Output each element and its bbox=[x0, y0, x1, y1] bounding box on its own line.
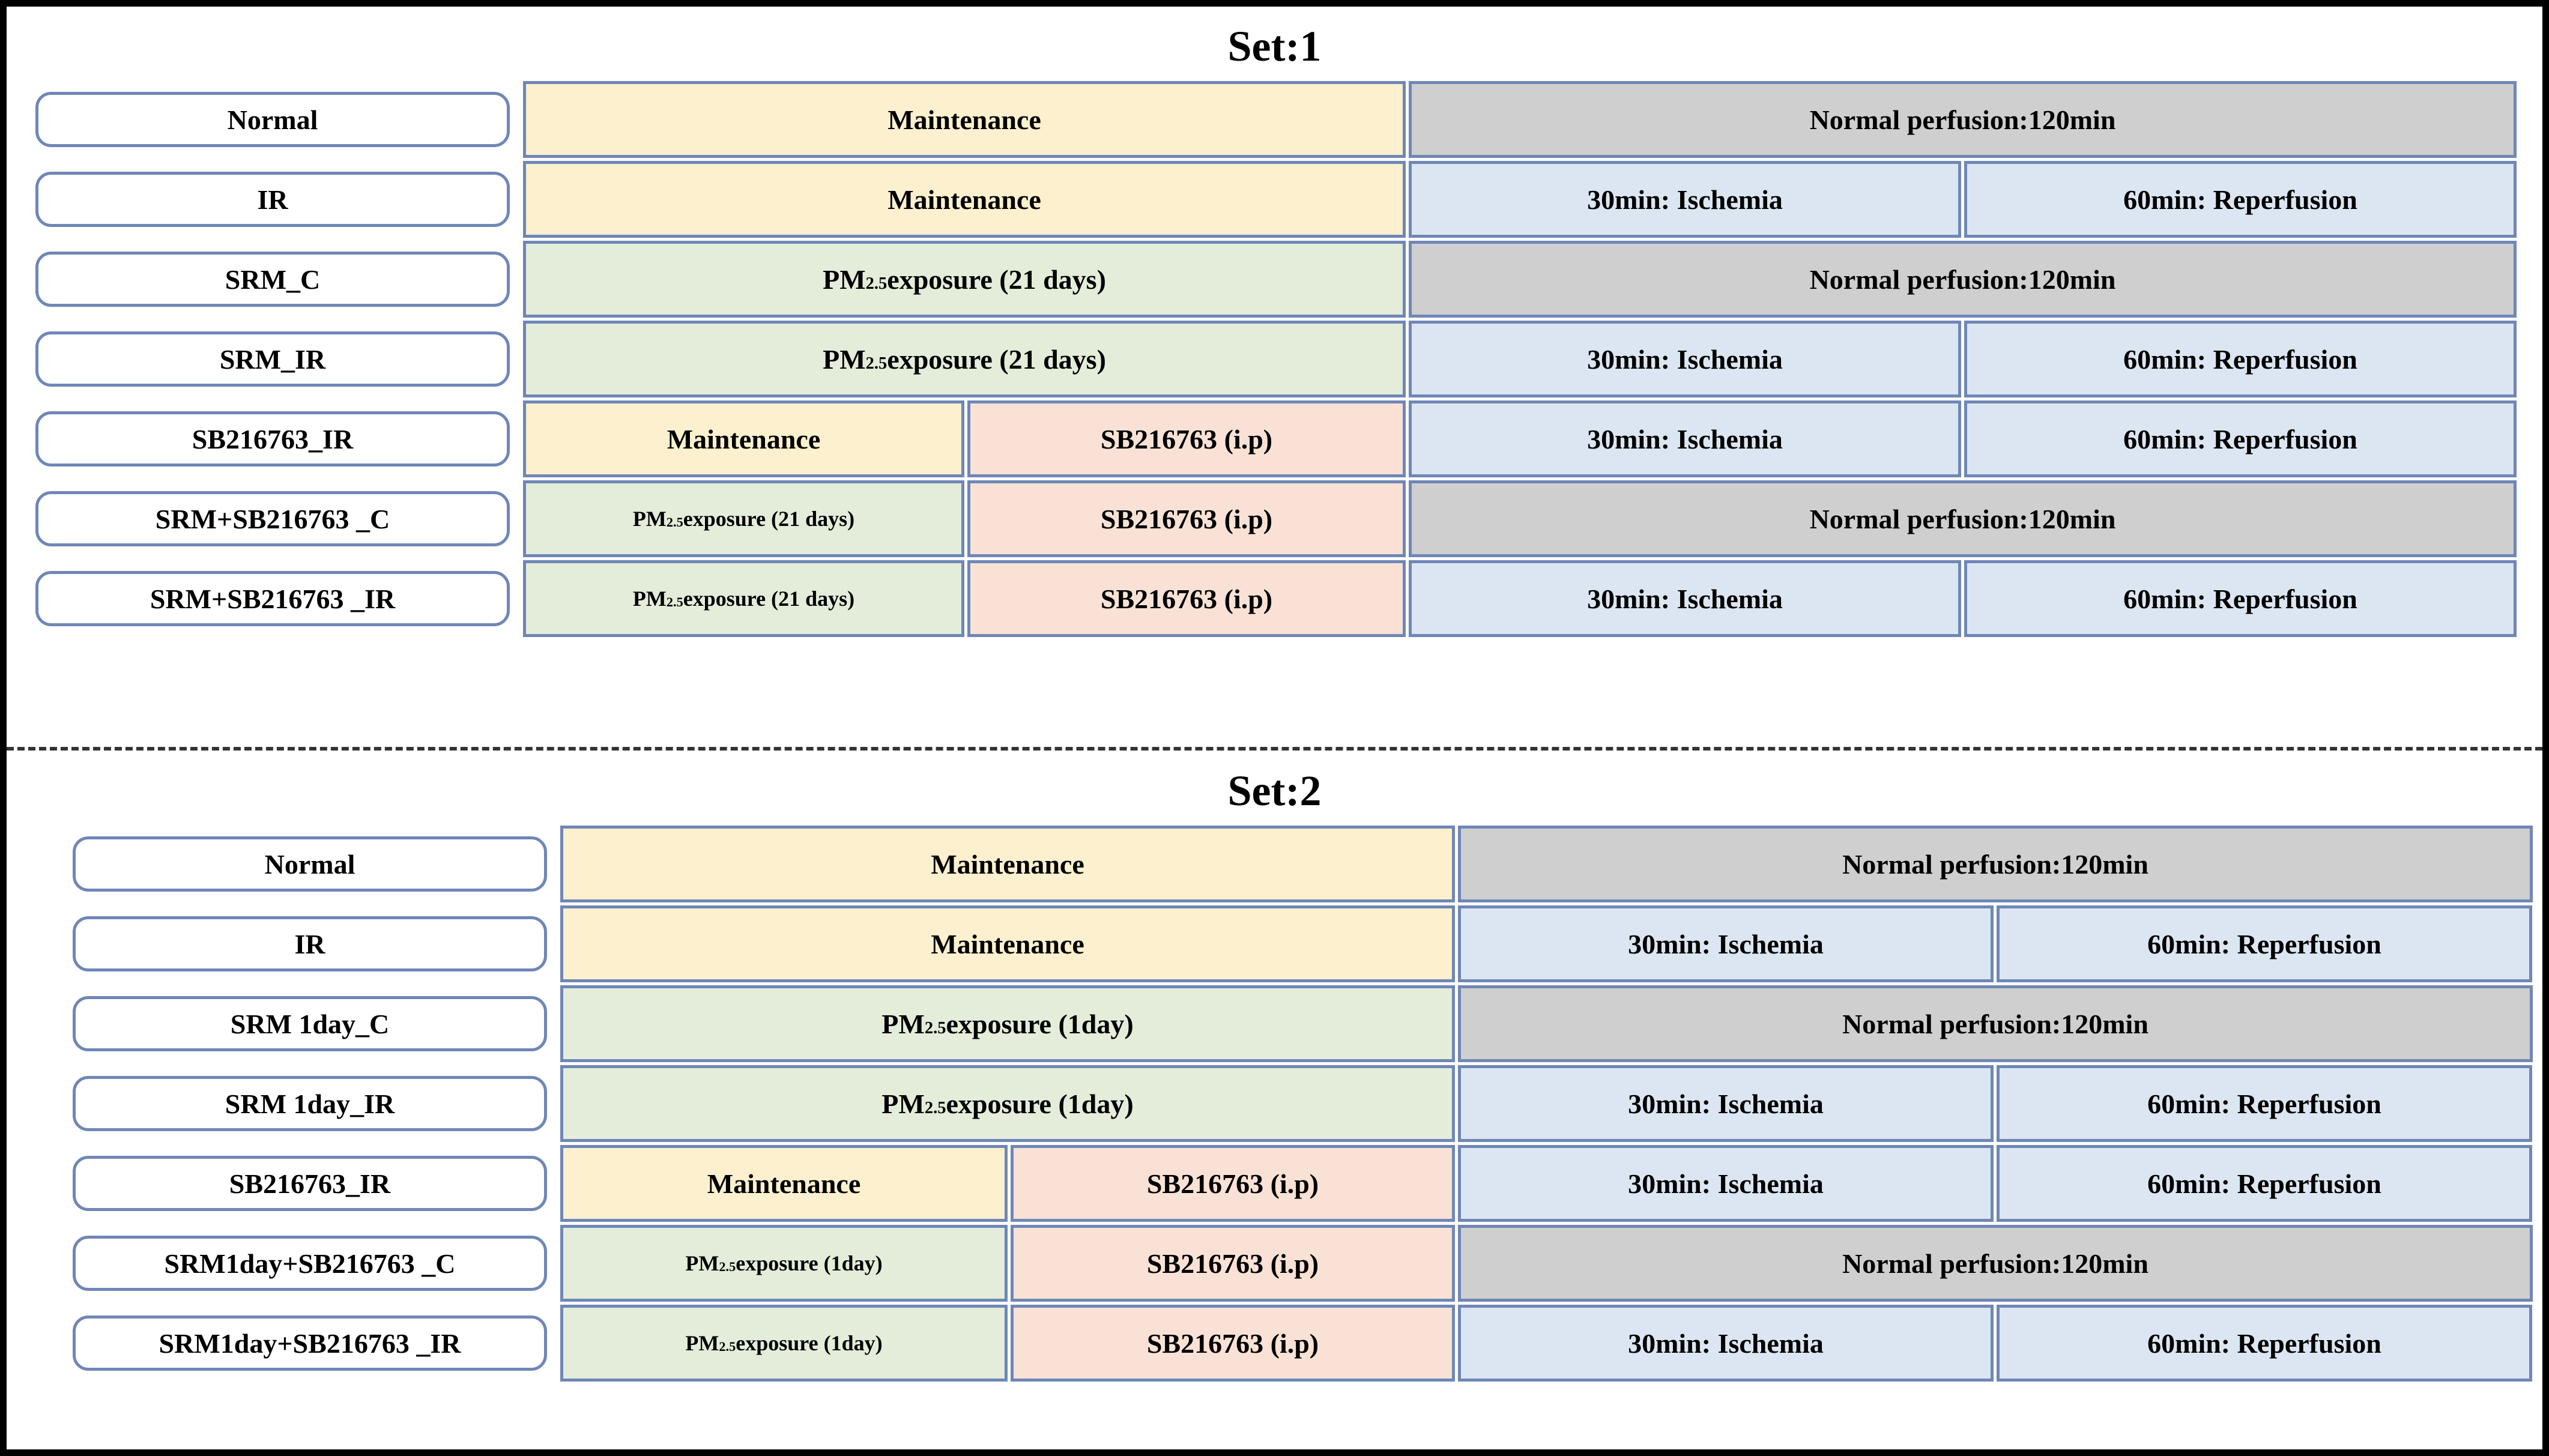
group-label[interactable]: SRM_IR bbox=[35, 331, 510, 387]
treatment-cell: SB216763 (i.p) bbox=[1011, 1145, 1455, 1222]
group-label[interactable]: SB216763_IR bbox=[73, 1156, 547, 1211]
group-label[interactable]: SRM+SB216763 _IR bbox=[35, 571, 510, 626]
treatment-cell: Maintenance bbox=[560, 1145, 1008, 1222]
treatment-cell: Maintenance bbox=[560, 905, 1455, 982]
outcome-cell: Normal perfusion:120min bbox=[1409, 81, 2517, 158]
outcome-cell: 30min: Ischemia bbox=[1458, 1145, 1994, 1222]
outcome-cell: Normal perfusion:120min bbox=[1409, 480, 2517, 557]
outcome-cell: 60min: Reperfusion bbox=[1997, 1305, 2532, 1382]
outcome-cell: Normal perfusion:120min bbox=[1458, 826, 2533, 902]
treatment-cell: Maintenance bbox=[523, 400, 964, 477]
set-divider bbox=[7, 747, 2542, 751]
outcome-cell: 60min: Reperfusion bbox=[1964, 161, 2517, 238]
treatment-cell: SB216763 (i.p) bbox=[967, 480, 1406, 557]
group-label[interactable]: SRM1day+SB216763 _C bbox=[73, 1236, 547, 1291]
outcome-cell: 30min: Ischemia bbox=[1458, 1065, 1994, 1142]
outcome-cell: 60min: Reperfusion bbox=[1997, 905, 2532, 982]
outcome-cell: 60min: Reperfusion bbox=[1997, 1065, 2532, 1142]
outcome-cell: Normal perfusion:120min bbox=[1458, 985, 2533, 1062]
outcome-cell: 30min: Ischemia bbox=[1409, 321, 1961, 397]
treatment-cell: Maintenance bbox=[560, 826, 1455, 902]
outcome-cell: 60min: Reperfusion bbox=[1964, 560, 2517, 637]
group-label[interactable]: IR bbox=[73, 916, 547, 971]
outcome-cell: 60min: Reperfusion bbox=[1964, 321, 2517, 397]
treatment-cell: SB216763 (i.p) bbox=[1011, 1225, 1455, 1302]
treatment-cell: Maintenance bbox=[523, 81, 1406, 158]
group-label[interactable]: SB216763_IR bbox=[35, 411, 510, 467]
group-label[interactable]: SRM 1day_C bbox=[73, 996, 547, 1051]
treatment-cell: SB216763 (i.p) bbox=[1011, 1305, 1455, 1382]
outcome-cell: Normal perfusion:120min bbox=[1409, 241, 2517, 318]
group-label[interactable]: Normal bbox=[73, 836, 547, 892]
outcome-cell: Normal perfusion:120min bbox=[1458, 1225, 2533, 1302]
set-1-title: Set:1 bbox=[1227, 22, 1322, 70]
outcome-cell: 30min: Ischemia bbox=[1409, 560, 1961, 637]
outcome-cell: 30min: Ischemia bbox=[1458, 1305, 1994, 1382]
outcome-cell: 30min: Ischemia bbox=[1409, 400, 1961, 477]
outcome-cell: 60min: Reperfusion bbox=[1964, 400, 2517, 477]
group-label[interactable]: SRM1day+SB216763 _IR bbox=[73, 1316, 547, 1371]
treatment-cell: SB216763 (i.p) bbox=[967, 560, 1406, 637]
group-label[interactable]: SRM_C bbox=[35, 252, 510, 307]
outcome-cell: 60min: Reperfusion bbox=[1997, 1145, 2532, 1222]
treatment-cell: SB216763 (i.p) bbox=[967, 400, 1406, 477]
set-2-title: Set:2 bbox=[1227, 767, 1322, 815]
group-label[interactable]: IR bbox=[35, 172, 510, 227]
treatment-cell: Maintenance bbox=[523, 161, 1406, 238]
group-label[interactable]: SRM+SB216763 _C bbox=[35, 491, 510, 546]
group-label[interactable]: Normal bbox=[35, 92, 510, 147]
outcome-cell: 30min: Ischemia bbox=[1409, 161, 1961, 238]
outcome-cell: 30min: Ischemia bbox=[1458, 905, 1994, 982]
group-label[interactable]: SRM 1day_IR bbox=[73, 1076, 547, 1131]
